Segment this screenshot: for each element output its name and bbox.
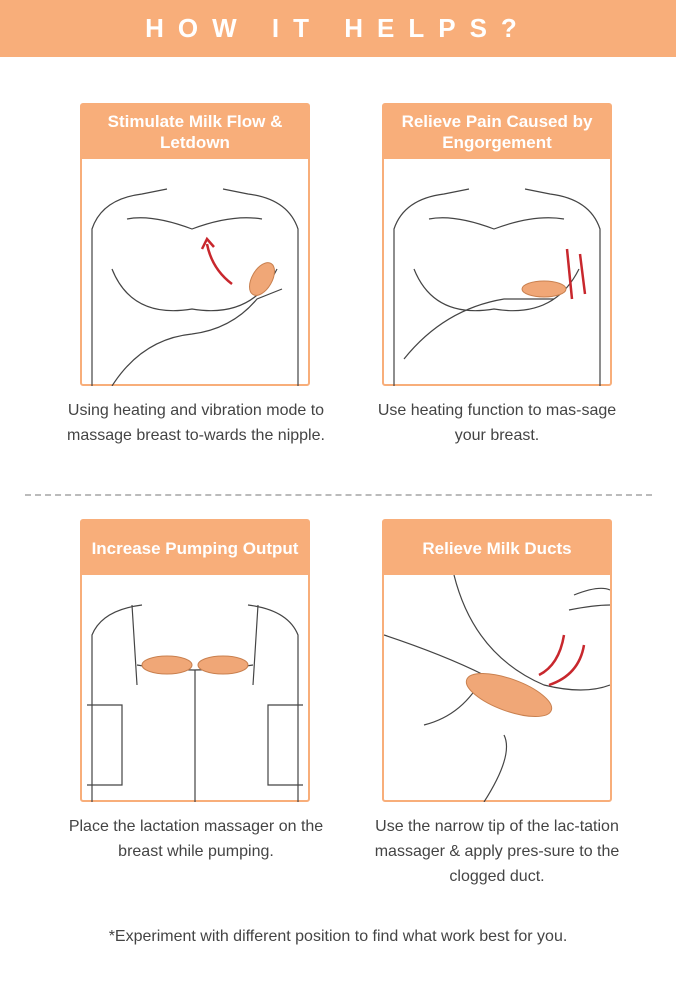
milk-duct-illustration <box>384 575 610 802</box>
card-description: Use heating function to mas-sage your br… <box>377 402 617 444</box>
card-description: Using heating and vibration mode to mass… <box>67 402 325 444</box>
card-stimulate-milk-flow: Stimulate Milk Flow & Letdown <box>80 103 310 386</box>
card-relieve-pain: Relieve Pain Caused by Engorgement <box>382 103 612 386</box>
card-title: Relieve Milk Ducts <box>384 521 610 575</box>
card-description: Use the narrow tip of the lac-tation mas… <box>374 818 620 885</box>
page-header: HOW IT HELPS? <box>0 0 676 57</box>
footnote: *Experiment with different position to f… <box>108 928 568 945</box>
pumping-illustration <box>87 604 303 802</box>
card-increase-pumping: Increase Pumping Output <box>80 519 310 802</box>
card-relieve-milk-ducts: Relieve Milk Ducts <box>382 519 612 802</box>
breast-massage-illustration <box>91 188 299 386</box>
card-title: Increase Pumping Output <box>82 521 308 575</box>
section-divider <box>25 494 652 496</box>
card-title: Stimulate Milk Flow & Letdown <box>82 105 308 159</box>
engorgement-illustration <box>393 188 601 386</box>
card-description: Place the lactation massager on the brea… <box>68 818 324 860</box>
card-title: Relieve Pain Caused by Engorgement <box>384 105 610 159</box>
